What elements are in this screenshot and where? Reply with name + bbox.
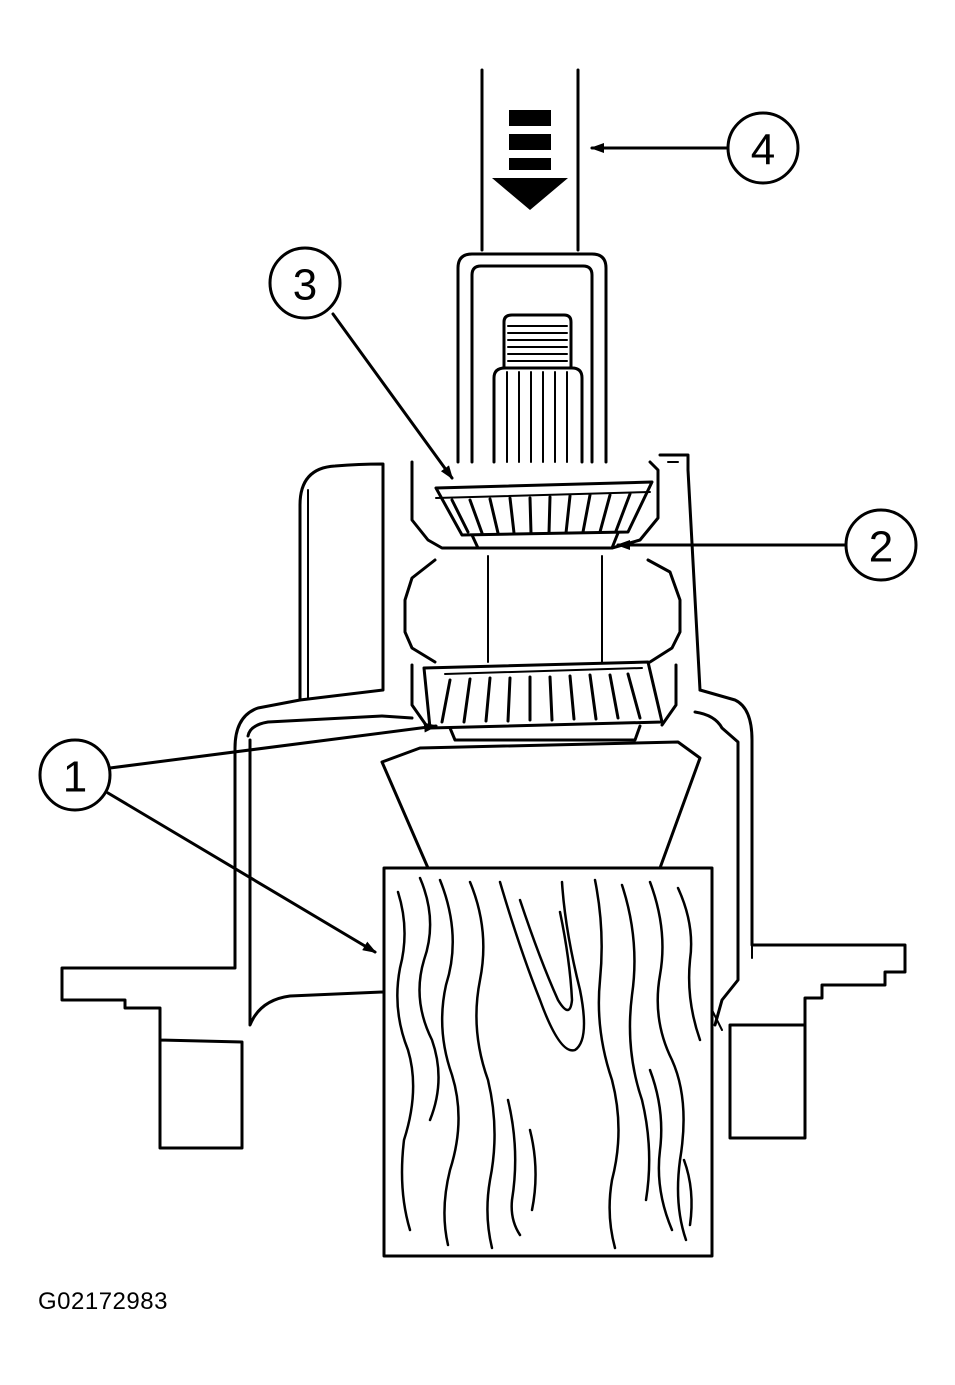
upper-tapered-bearing — [434, 480, 654, 537]
downward-force-arrow-icon — [492, 110, 568, 210]
callout-3: 3 — [268, 246, 342, 320]
support-cone — [380, 740, 702, 870]
leader-line-1a — [108, 722, 438, 770]
callout-3-label: 3 — [293, 261, 317, 310]
callout-2-label: 2 — [869, 523, 893, 572]
upper-bearing-cone — [470, 531, 620, 550]
callout-2: 2 — [844, 508, 918, 582]
leader-line-1b — [106, 791, 377, 954]
spindle-stud — [492, 313, 584, 464]
callout-4: 4 — [726, 111, 800, 185]
press-tool — [480, 68, 580, 252]
callout-4-label: 4 — [751, 126, 775, 175]
wood-block — [382, 866, 714, 1258]
callout-1-label: 1 — [63, 753, 87, 802]
leader-line-3 — [331, 312, 454, 480]
callout-1: 1 — [38, 738, 112, 812]
lower-bearing-race — [448, 724, 642, 742]
hub-housing — [60, 453, 907, 1150]
lower-tapered-bearing — [422, 660, 664, 730]
figure-id: G02172983 — [38, 1288, 168, 1315]
adapter-cup — [456, 252, 608, 464]
